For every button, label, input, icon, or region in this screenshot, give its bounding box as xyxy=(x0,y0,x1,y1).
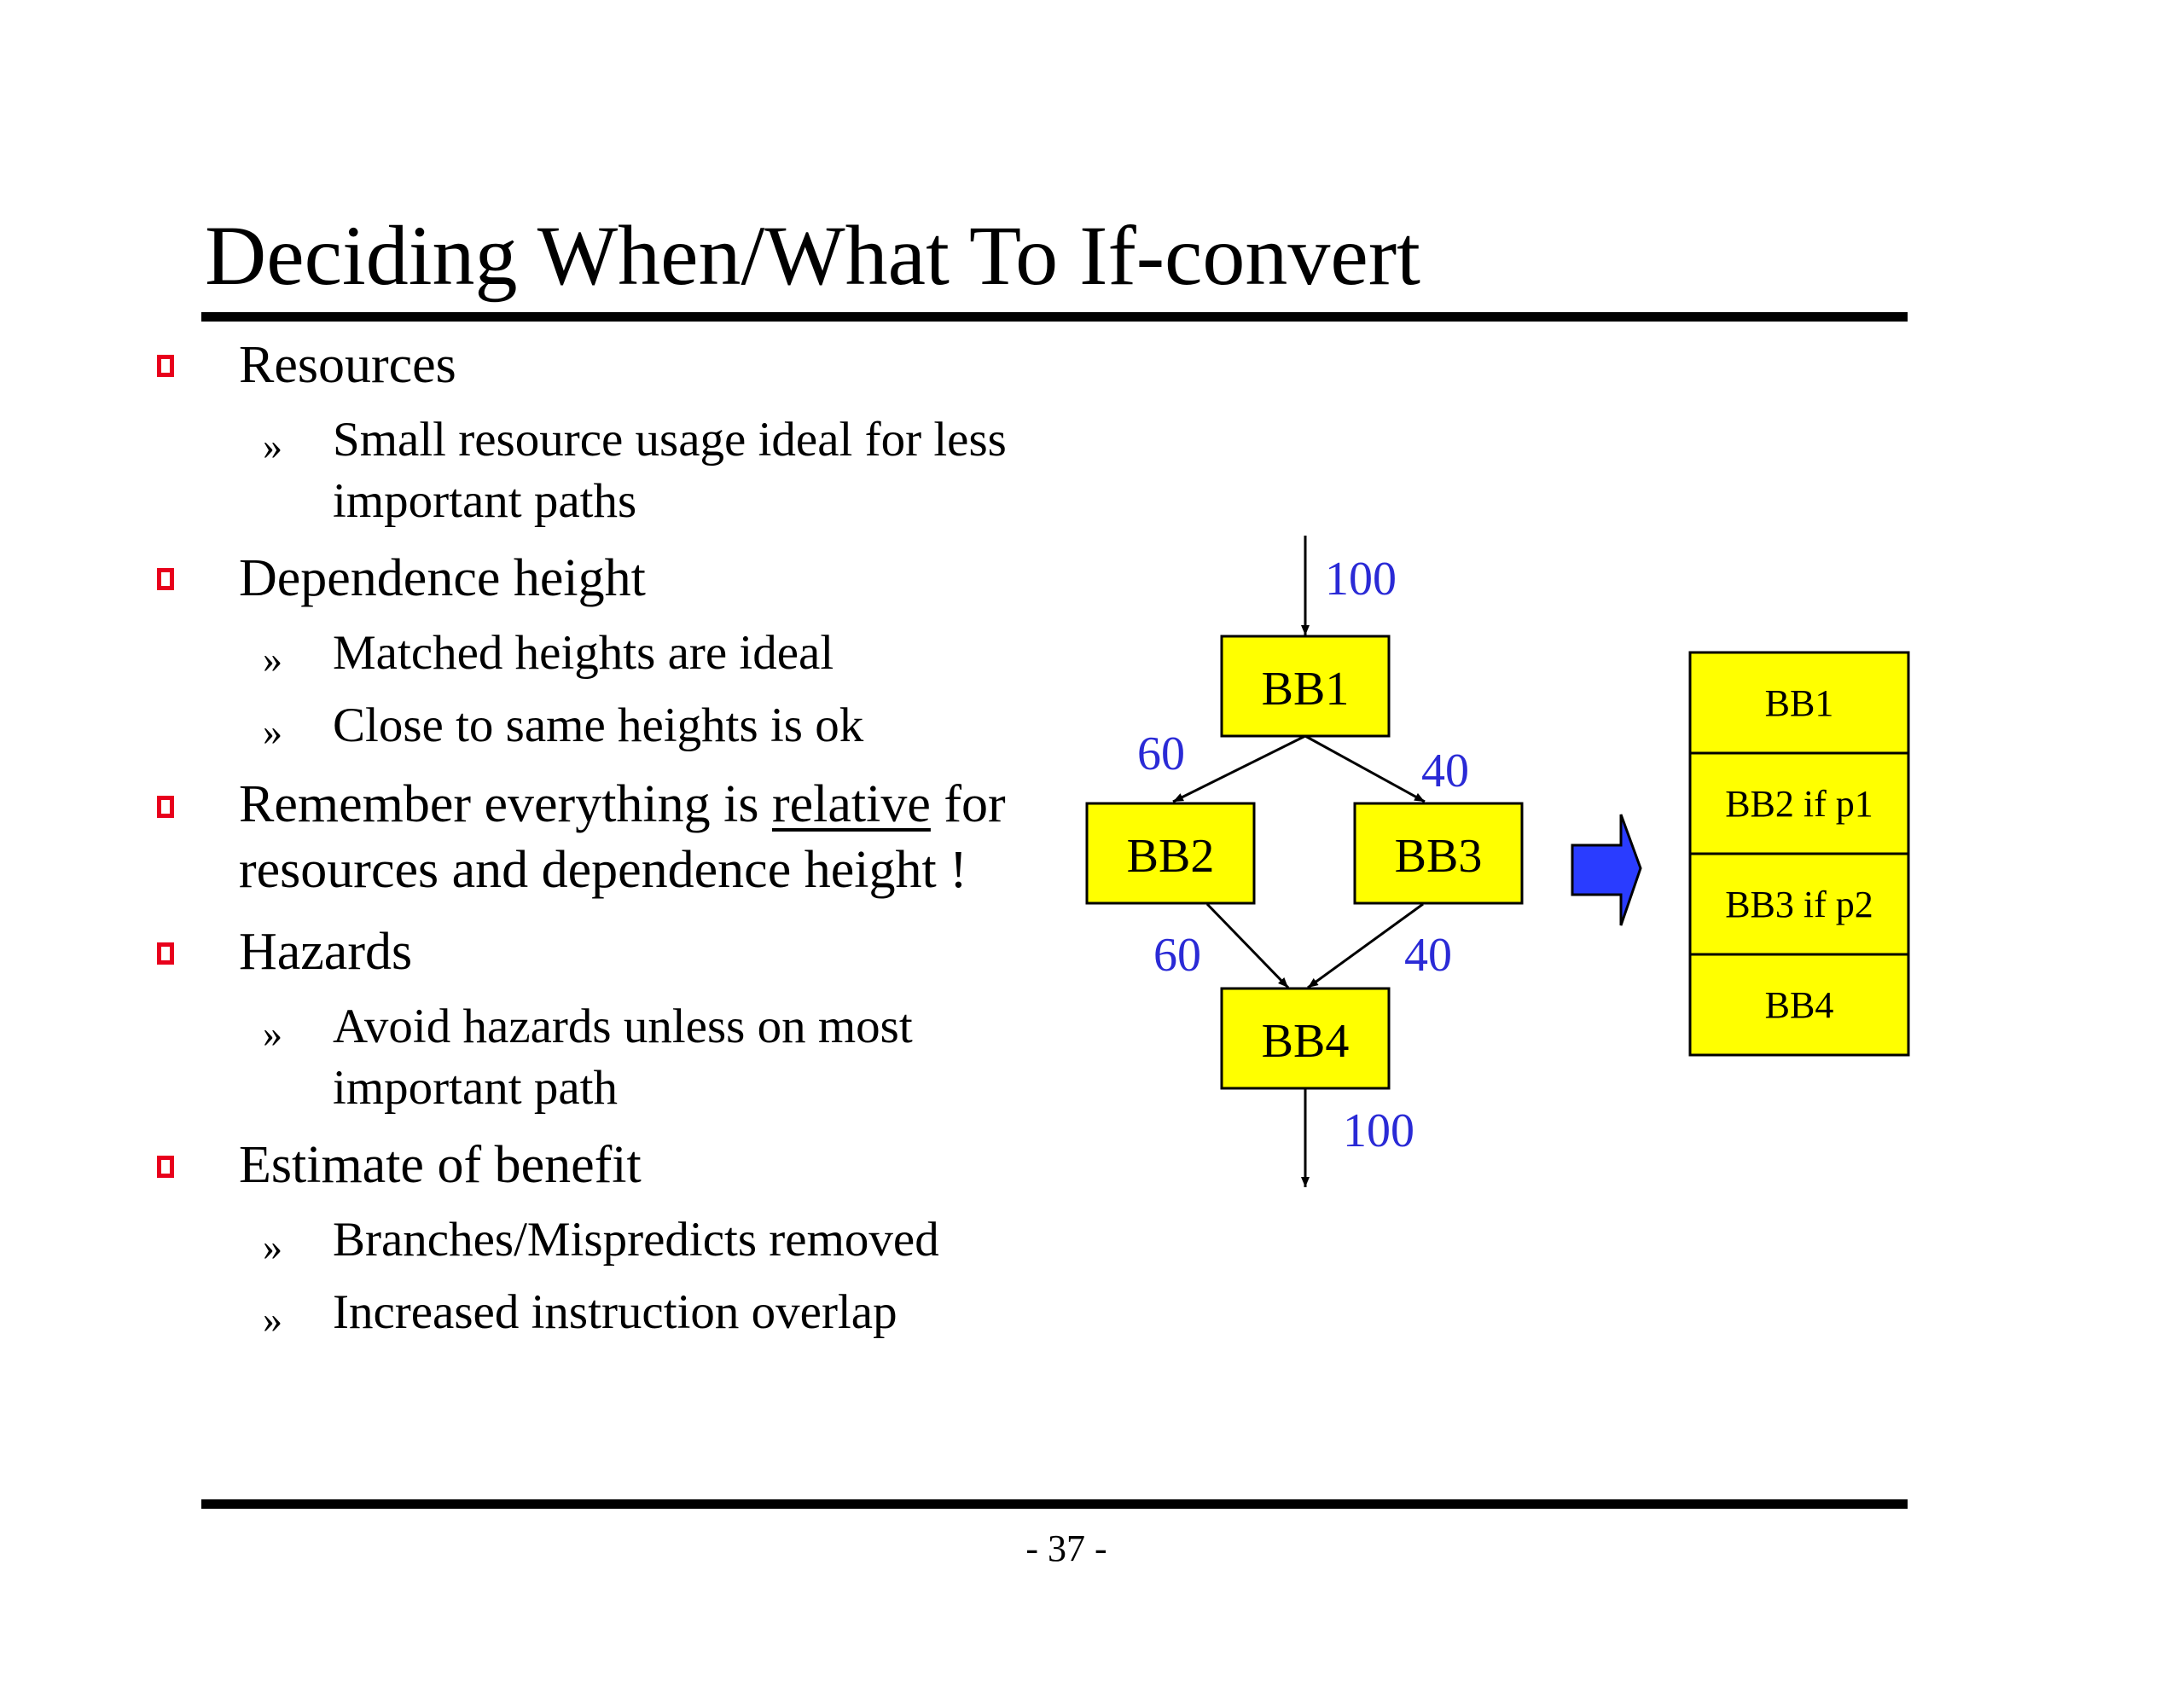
bullet-box-icon xyxy=(157,796,174,818)
title-underline-rule xyxy=(201,312,1908,322)
page-number: - 37 - xyxy=(1025,1528,1107,1569)
cfg-block-bb2: BB2 xyxy=(1085,802,1256,905)
sub-bullet-matched-heights: Matched heights are ideal xyxy=(333,626,834,680)
edge-bb1-to-bb3 xyxy=(1304,734,1426,803)
cfg-block-bb3: BB3 xyxy=(1353,802,1524,905)
sub-bullet-close-heights: Close to same heights is ok xyxy=(333,699,864,752)
sub-bullet-instruction-overlap: Increased instruction overlap xyxy=(333,1285,897,1339)
cfg-block-bb2-label: BB2 xyxy=(1127,830,1215,883)
edge-weight-exit: 100 xyxy=(1343,1104,1414,1157)
bullet-box-icon xyxy=(157,568,174,590)
right-arrow-icon xyxy=(1571,814,1642,926)
sub-bullet-marker-icon: » xyxy=(263,1297,282,1341)
edge-bb1-to-bb2 xyxy=(1172,734,1306,803)
bullet-remember-relative-line1: Remember everything is relative for xyxy=(239,775,1006,833)
bullet-hazards: Hazards xyxy=(239,923,413,981)
edge-bb3-to-bb4 xyxy=(1307,902,1424,989)
slide-title: Deciding When/What To If-convert xyxy=(205,208,1420,303)
edge-weight-bb1-bb3: 40 xyxy=(1421,745,1469,797)
sub-bullet-resource-usage-line2: important paths xyxy=(333,474,637,528)
bullet-box-icon xyxy=(157,942,174,965)
underlined-word-relative: relative xyxy=(772,775,931,833)
edge-weight-entry: 100 xyxy=(1325,553,1397,606)
bullet-box-icon xyxy=(157,355,174,377)
edge-weight-bb3-bb4: 40 xyxy=(1404,929,1452,982)
sub-bullet-resource-usage-line1: Small resource usage ideal for less xyxy=(333,413,1007,467)
sub-bullet-marker-icon: » xyxy=(263,424,282,467)
bullet-box-icon xyxy=(157,1156,174,1178)
bullet-estimate-benefit: Estimate of benefit xyxy=(239,1136,642,1194)
footer-rule xyxy=(201,1499,1908,1509)
bullet-remember-relative-line2: resources and dependence height ! xyxy=(239,841,967,899)
converted-row-bb4: BB4 xyxy=(1765,984,1834,1026)
edge-weight-bb1-bb2: 60 xyxy=(1137,728,1185,780)
bullet-dependence-height: Dependence height xyxy=(239,549,646,607)
sub-bullet-avoid-hazards-line1: Avoid hazards unless on most xyxy=(333,1000,913,1053)
converted-row-bb2-if-p1: BB2 if p1 xyxy=(1725,783,1873,825)
cfg-block-bb4: BB4 xyxy=(1220,987,1391,1090)
sub-bullet-marker-icon: » xyxy=(263,1225,282,1268)
sub-bullet-marker-icon: » xyxy=(263,637,282,681)
cfg-block-bb4-label: BB4 xyxy=(1262,1015,1350,1068)
edge-weight-bb2-bb4: 60 xyxy=(1153,929,1201,982)
converted-row-bb1: BB1 xyxy=(1765,682,1834,724)
sub-bullet-branches-removed: Branches/Mispredicts removed xyxy=(333,1213,939,1267)
sub-bullet-avoid-hazards-line2: important path xyxy=(333,1061,619,1115)
sub-bullet-marker-icon: » xyxy=(263,1012,282,1055)
sub-bullet-marker-icon: » xyxy=(263,710,282,753)
cfg-block-bb1-label: BB1 xyxy=(1262,663,1350,716)
cfg-block-bb3-label: BB3 xyxy=(1395,830,1483,883)
cfg-block-bb1: BB1 xyxy=(1220,635,1391,738)
bullet-resources: Resources xyxy=(239,336,456,394)
converted-row-bb3-if-p2: BB3 if p2 xyxy=(1725,884,1873,925)
edge-bb2-to-bb4 xyxy=(1205,902,1290,989)
converted-block-stack: BB1 BB2 if p1 BB3 if p2 BB4 xyxy=(1688,651,1910,1057)
